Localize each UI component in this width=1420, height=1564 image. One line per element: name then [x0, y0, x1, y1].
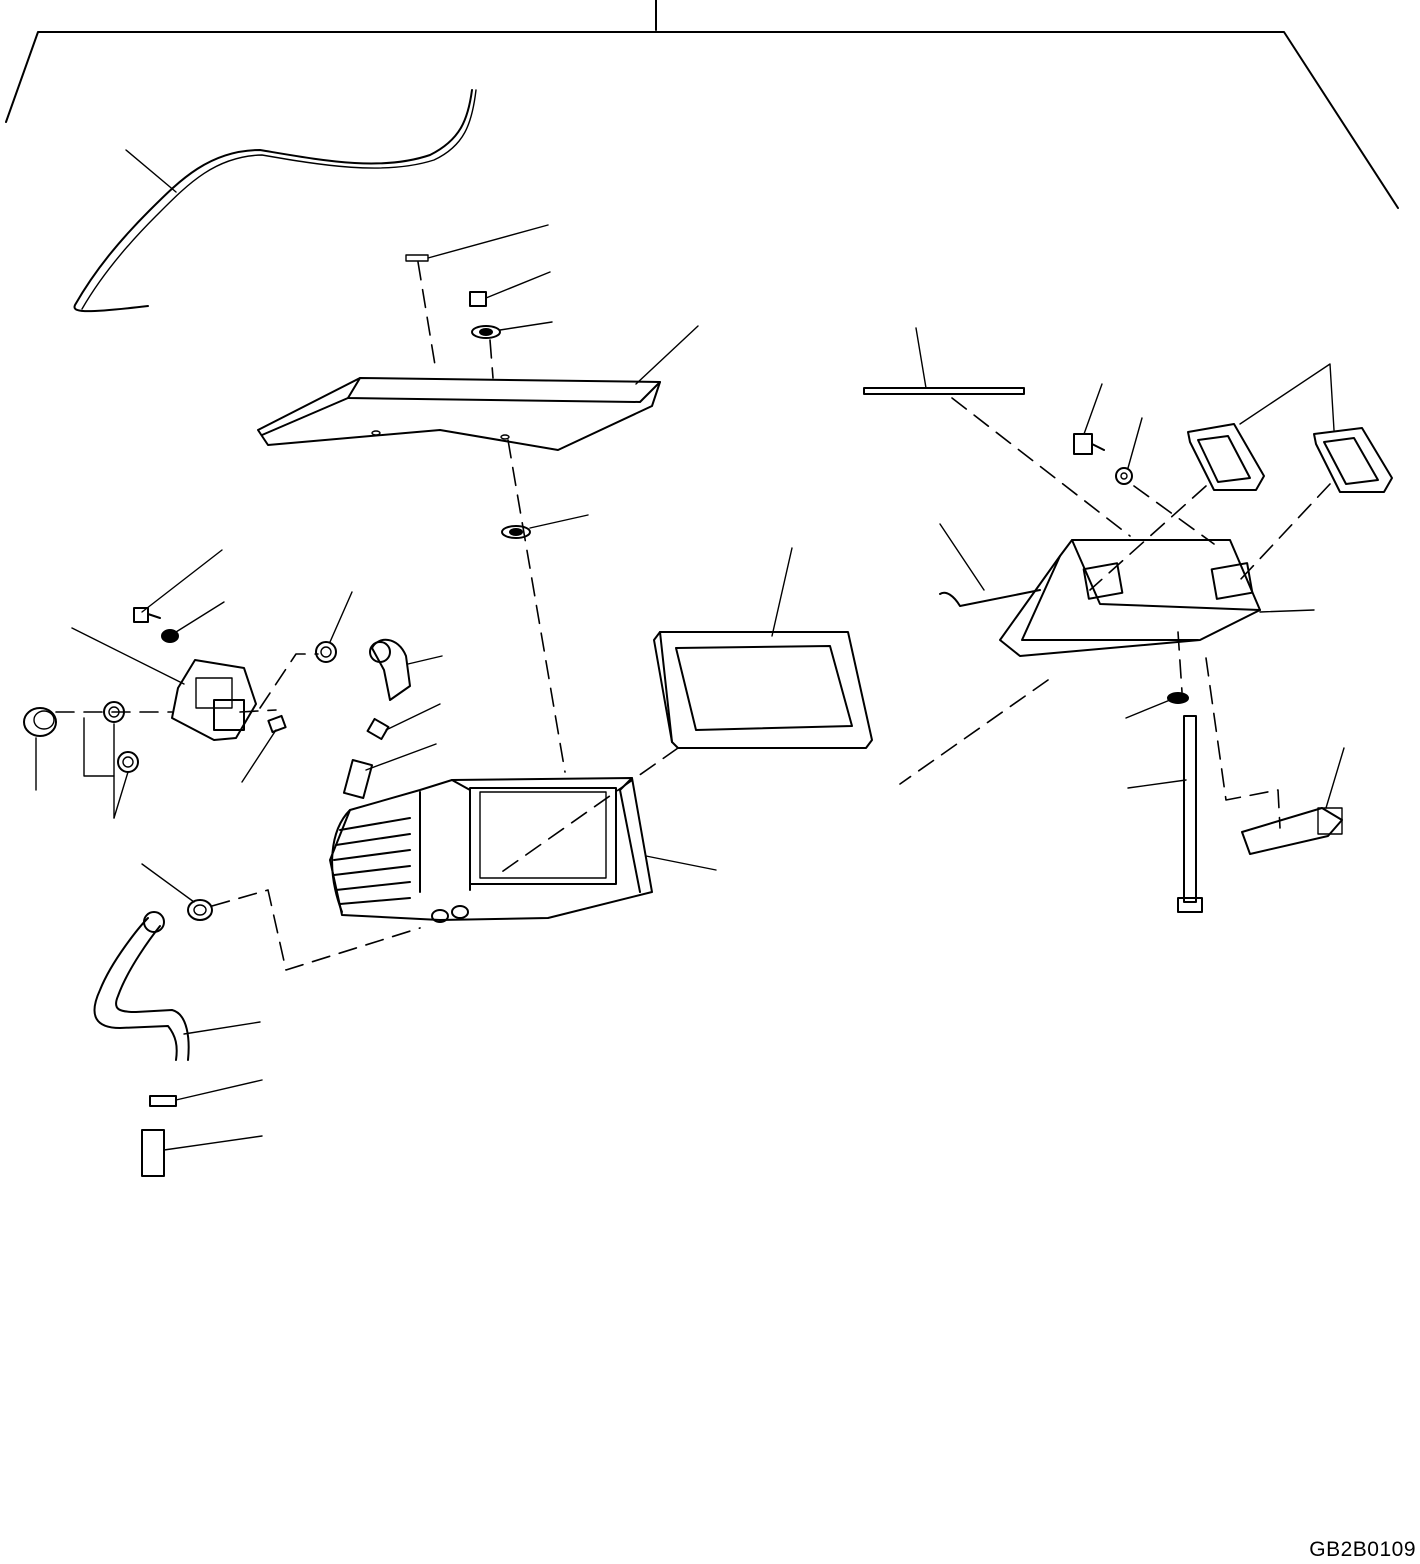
water-valve [71, 627, 287, 783]
hose-lower [93, 863, 421, 1177]
cover-plate [257, 325, 699, 451]
valve-bolts [133, 549, 225, 643]
assembly-bracket [5, 0, 1399, 209]
heater-fins [333, 817, 411, 905]
drawing-code: GB2B0109 [1309, 1538, 1416, 1561]
right-bolt [1073, 383, 1215, 545]
left-fittings [23, 701, 173, 819]
gasket-strip [863, 327, 1131, 537]
duct-seals [1089, 363, 1393, 591]
sensor-part [1205, 657, 1345, 855]
hose-elbow-upper [259, 591, 443, 800]
heater-unit [329, 777, 717, 923]
filter-frame [495, 547, 873, 877]
cover-hardware [405, 224, 589, 773]
wire-harness [73, 89, 477, 313]
mounting-rod [1125, 631, 1203, 913]
duct-housing [899, 523, 1315, 785]
